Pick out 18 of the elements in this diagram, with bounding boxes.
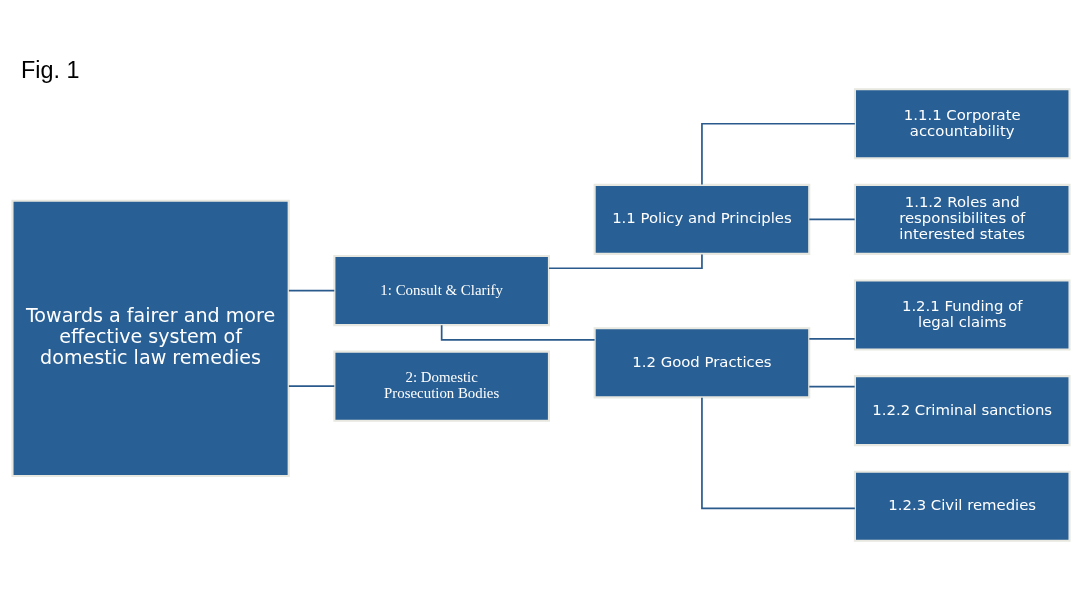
connector: [288, 289, 336, 292]
node-box: 2: Domestic Prosecution Bodies: [333, 350, 551, 422]
node-box: 1.1.2 Roles and responsibilites of interested states: [853, 183, 1071, 255]
connector: [701, 396, 856, 510]
node-box: Towards a fairer and more effective system of domestic law remedies: [11, 199, 290, 477]
node-box: 1.2.1 Funding of legal claims: [853, 279, 1071, 351]
connector: [808, 218, 856, 221]
node-box: 1.1 Policy and Principles: [593, 183, 811, 255]
node-box: 1.1.1 Corporate accountability: [853, 88, 1071, 160]
connector: [808, 338, 856, 340]
node-box: 1.2.3 Civil remedies: [853, 470, 1071, 542]
node-box: 1.2 Good Practices: [593, 327, 811, 399]
diagram-title: Fig. 1: [20, 57, 80, 84]
connector: [808, 385, 856, 388]
node-box: 1: Consult & Clarify: [333, 255, 551, 327]
node-box: 1.2.2 Criminal sanctions: [853, 375, 1071, 447]
connector: [701, 122, 856, 186]
connector: [288, 385, 336, 388]
